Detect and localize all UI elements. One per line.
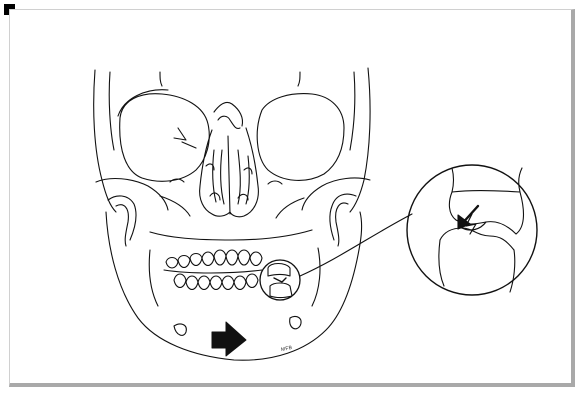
tooth-fracture-detail bbox=[407, 165, 537, 295]
nasal-cavity bbox=[200, 102, 259, 216]
fracture-site-circle bbox=[260, 260, 300, 300]
cheekbones bbox=[96, 178, 370, 246]
teeth bbox=[164, 250, 262, 290]
cranium-outline bbox=[94, 68, 370, 212]
right-arrow-icon bbox=[212, 322, 246, 356]
